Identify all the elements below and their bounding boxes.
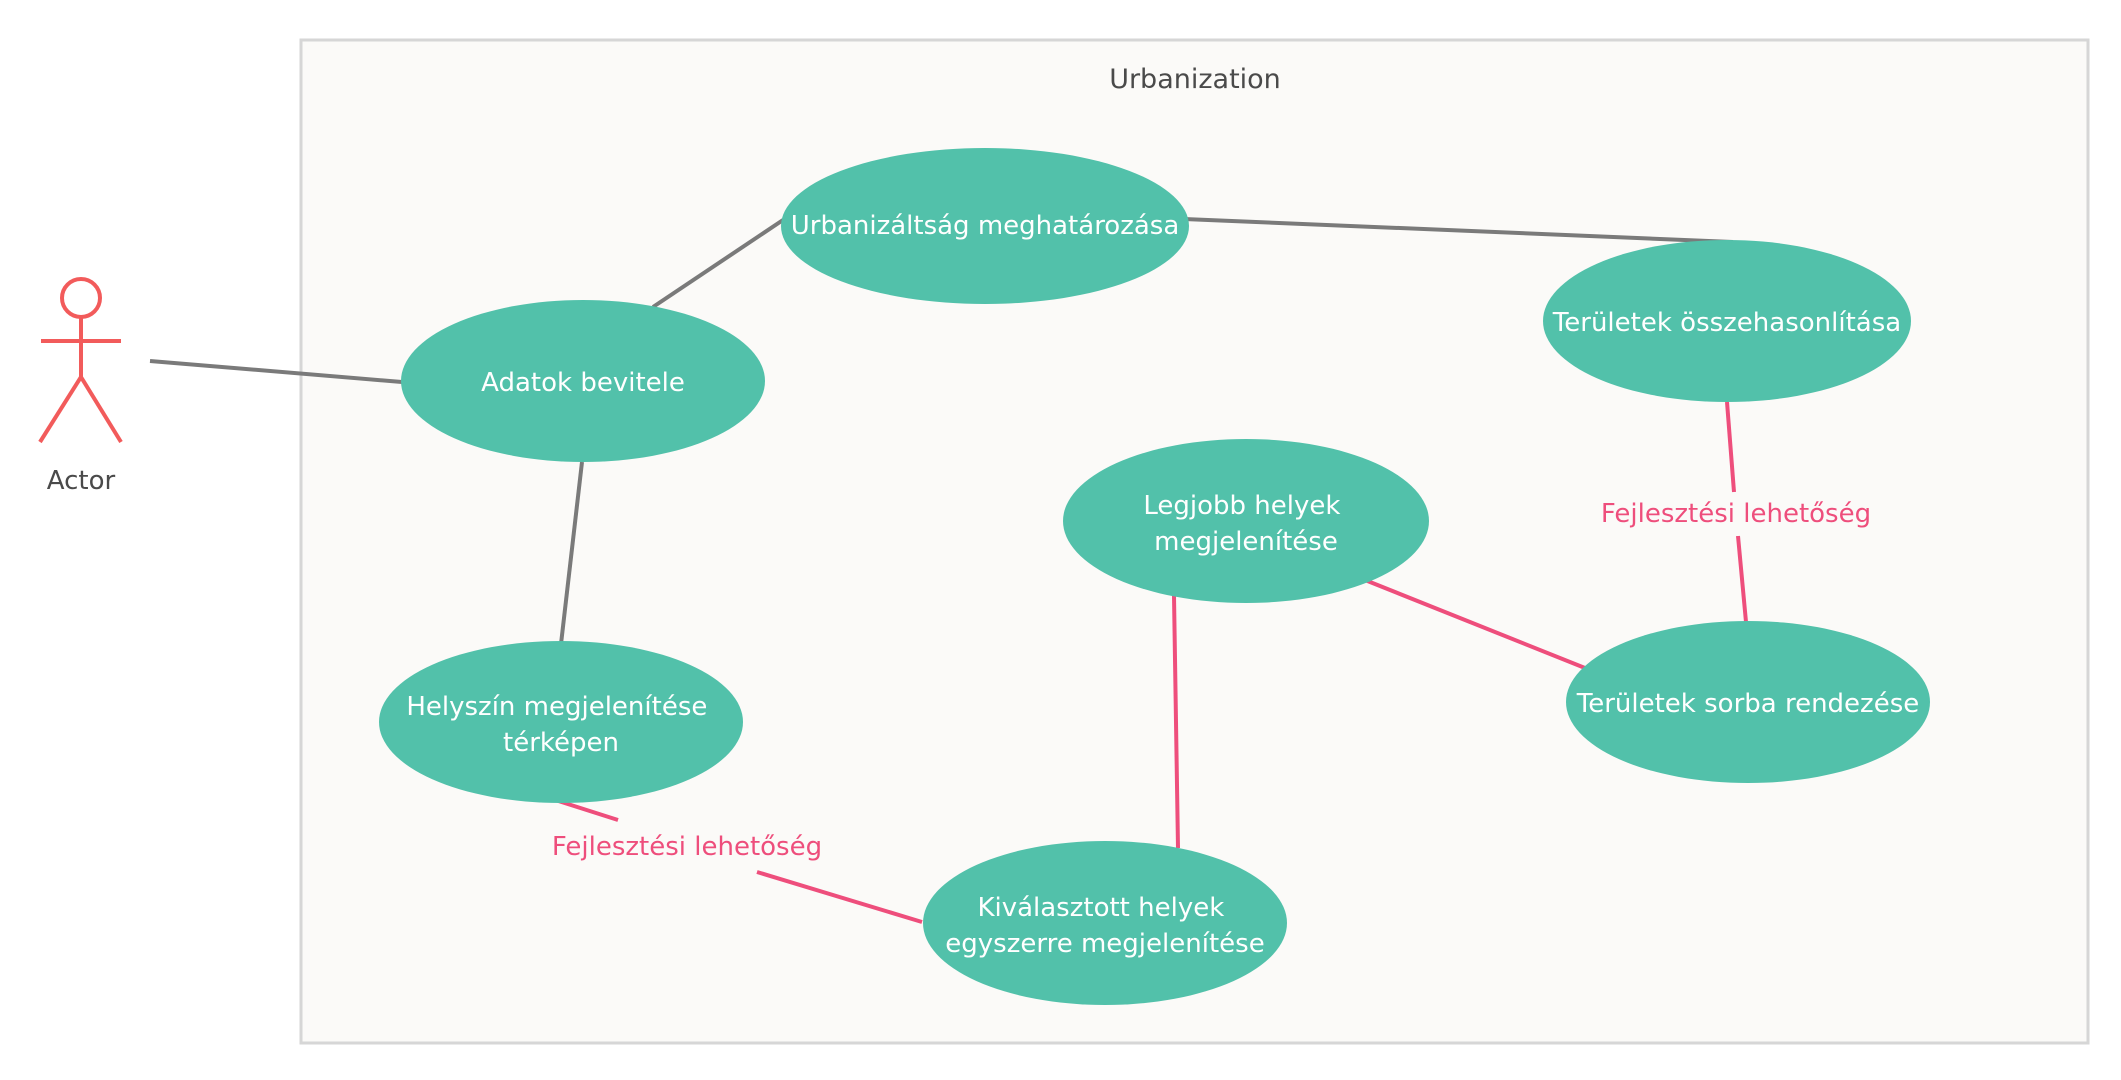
usecase-kivalasztott-helyek-line-1: Kiválasztott helyek bbox=[977, 893, 1224, 923]
usecase-adatok-bevitele-label: Adatok bevitele bbox=[481, 368, 685, 398]
usecase-teruletek-osszehasonlitasa-shape bbox=[1543, 240, 1911, 402]
usecase-teruletek-sorba-rendezese-label: Területek sorba rendezése bbox=[1576, 689, 1919, 719]
usecase-kivalasztott-helyek-shape bbox=[923, 841, 1287, 1005]
extension-legjobb-sorba bbox=[1364, 578, 1586, 670]
actor-head bbox=[60, 277, 102, 319]
association-adatok-helyszin bbox=[559, 461, 584, 645]
usecase-adatok-bevitele-shape bbox=[401, 300, 765, 462]
usecase-adatok-bevitele[interactable]: Adatok bevitele bbox=[401, 300, 765, 462]
usecase-legjobb-helyek-line-2: megjelenítése bbox=[1154, 527, 1338, 557]
extension-label-to-kivalasztott bbox=[756, 870, 923, 924]
usecase-urbanizaltsag-label: Urbanizáltság meghatározása bbox=[791, 211, 1180, 241]
usecase-kivalasztott-helyek-line-2: egyszerre megjelenítése bbox=[945, 929, 1264, 959]
usecase-kivalasztott-helyek[interactable]: Kiválasztott helyek egyszerre megjelenít… bbox=[923, 841, 1287, 1005]
usecase-kivalasztott-helyek-label: Kiválasztott helyek egyszerre megjelenít… bbox=[945, 893, 1264, 959]
actor[interactable] bbox=[38, 277, 123, 444]
usecase-helyszin-terkepen-label: Helyszín megjelenítése térképen bbox=[406, 692, 715, 758]
actor-label: Actor bbox=[47, 466, 116, 496]
usecase-legjobb-helyek-label: Legjobb helyek megjelenítése bbox=[1143, 491, 1348, 557]
usecase-helyszin-terkepen[interactable]: Helyszín megjelenítése térképen bbox=[379, 641, 743, 803]
usecase-legjobb-helyek-shape bbox=[1063, 439, 1429, 603]
usecase-teruletek-sorba-rendezese[interactable]: Területek sorba rendezése bbox=[1566, 621, 1930, 783]
usecase-teruletek-sorba-rendezese-shape bbox=[1566, 621, 1930, 783]
usecase-urbanizaltsag[interactable]: Urbanizáltság meghatározása bbox=[781, 148, 1189, 304]
usecase-helyszin-terkepen-line-2: térképen bbox=[503, 728, 619, 758]
usecase-legjobb-helyek[interactable]: Legjobb helyek megjelenítése bbox=[1063, 439, 1429, 603]
usecase-teruletek-osszehasonlitasa-label: Területek összehasonlítása bbox=[1552, 308, 1901, 338]
actor-left-leg bbox=[38, 375, 83, 444]
association-actor-adatok bbox=[149, 359, 403, 384]
usecase-teruletek-osszehasonlitasa[interactable]: Területek összehasonlítása bbox=[1543, 240, 1911, 402]
extension-legjobb-kivalasztott bbox=[1172, 595, 1180, 849]
usecase-helyszin-terkepen-shape bbox=[379, 641, 743, 803]
extension-label-right: Fejlesztési lehetőség bbox=[1601, 499, 1871, 529]
usecase-legjobb-helyek-line-1: Legjobb helyek bbox=[1143, 491, 1340, 521]
system-boundary-title: Urbanization bbox=[1109, 64, 1281, 95]
extension-label-to-sorba bbox=[1736, 535, 1748, 623]
usecase-urbanizaltsag-shape bbox=[781, 148, 1189, 304]
extension-osszehasonlitas-to-label bbox=[1725, 401, 1736, 493]
association-adatok-urbanizaltsag bbox=[651, 218, 785, 309]
usecase-helyszin-terkepen-line-1: Helyszín megjelenítése bbox=[406, 692, 707, 722]
actor-right-leg bbox=[79, 375, 123, 444]
extension-label-left: Fejlesztési lehetőség bbox=[552, 832, 822, 862]
association-urbanizaltsag-osszehasonlitas bbox=[1183, 217, 1734, 244]
